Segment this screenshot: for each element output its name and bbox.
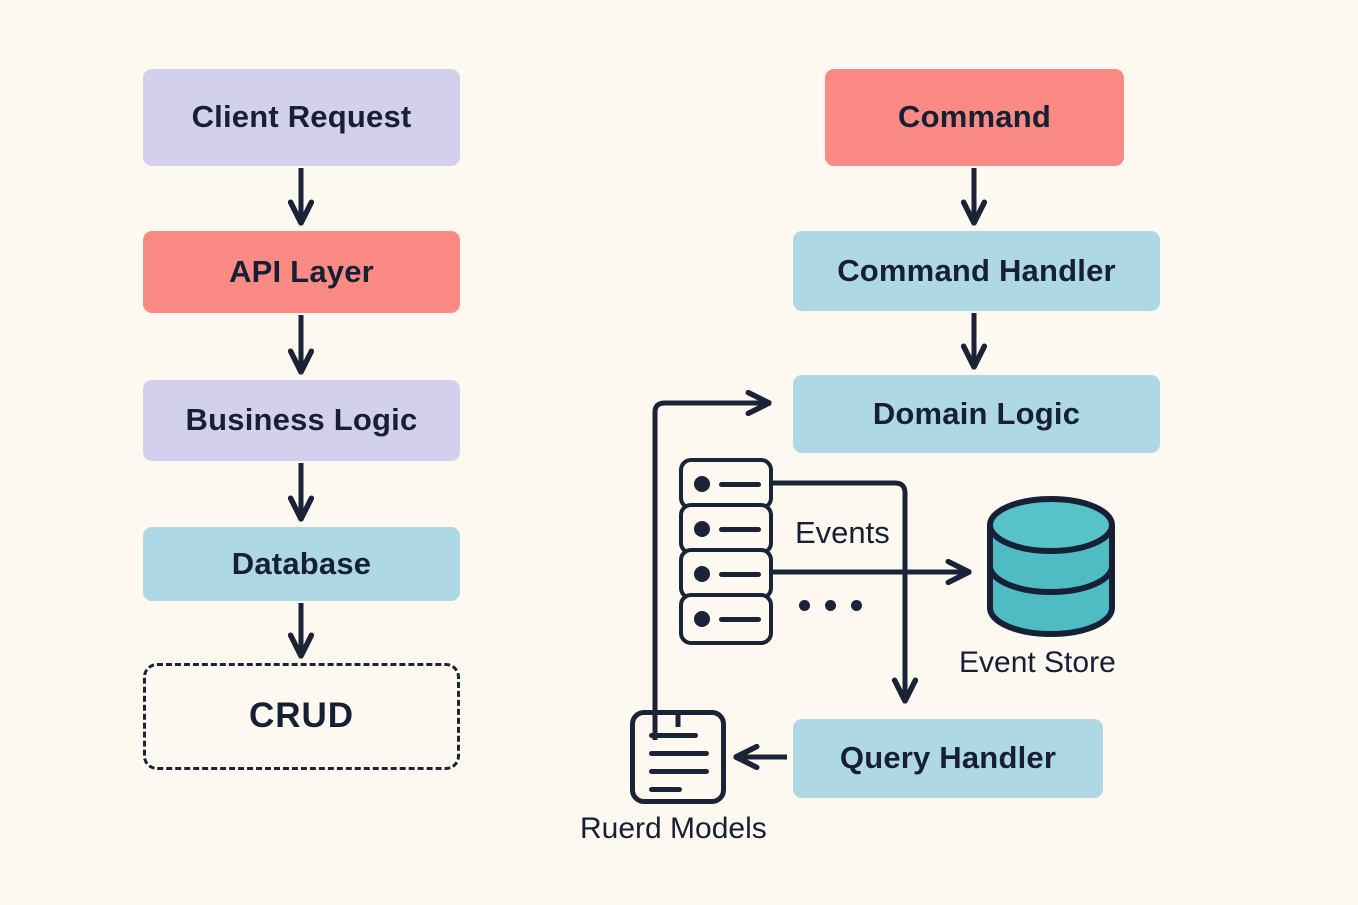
read-models-label: Ruerd Models [580,812,767,845]
event-bullet-icon [694,611,710,627]
event-row[interactable] [679,593,773,645]
document-line-icon [649,787,682,792]
node-domain-logic[interactable]: Domain Logic [793,375,1160,453]
node-database[interactable]: Database [143,527,460,601]
node-query-handler[interactable]: Query Handler [793,719,1103,798]
cylinder-top [987,496,1115,554]
node-crud[interactable]: CRUD [143,663,460,770]
event-line-icon [719,616,761,622]
document-line-icon [649,769,709,774]
document-icon[interactable] [630,710,726,804]
node-api-layer[interactable]: API Layer [143,231,460,313]
document-line-icon [649,751,709,756]
event-line-icon [719,571,761,577]
event-line-icon [719,526,761,532]
cylinder-body [987,522,1115,637]
cylinder-band [987,565,1115,595]
ellipsis-more-icon [799,600,862,611]
document-line-icon [649,733,698,738]
events-label: Events [795,515,890,550]
node-command[interactable]: Command [825,69,1124,166]
event-bullet-icon [694,566,710,582]
event-store-label: Event Store [959,646,1116,679]
event-bullet-icon [694,521,710,537]
event-bullet-icon [694,476,710,492]
node-client-request[interactable]: Client Request [143,69,460,166]
database-cylinder-icon[interactable] [987,496,1115,637]
event-line-icon [719,481,761,487]
node-command-handler[interactable]: Command Handler [793,231,1160,311]
node-business-logic[interactable]: Business Logic [143,380,460,461]
